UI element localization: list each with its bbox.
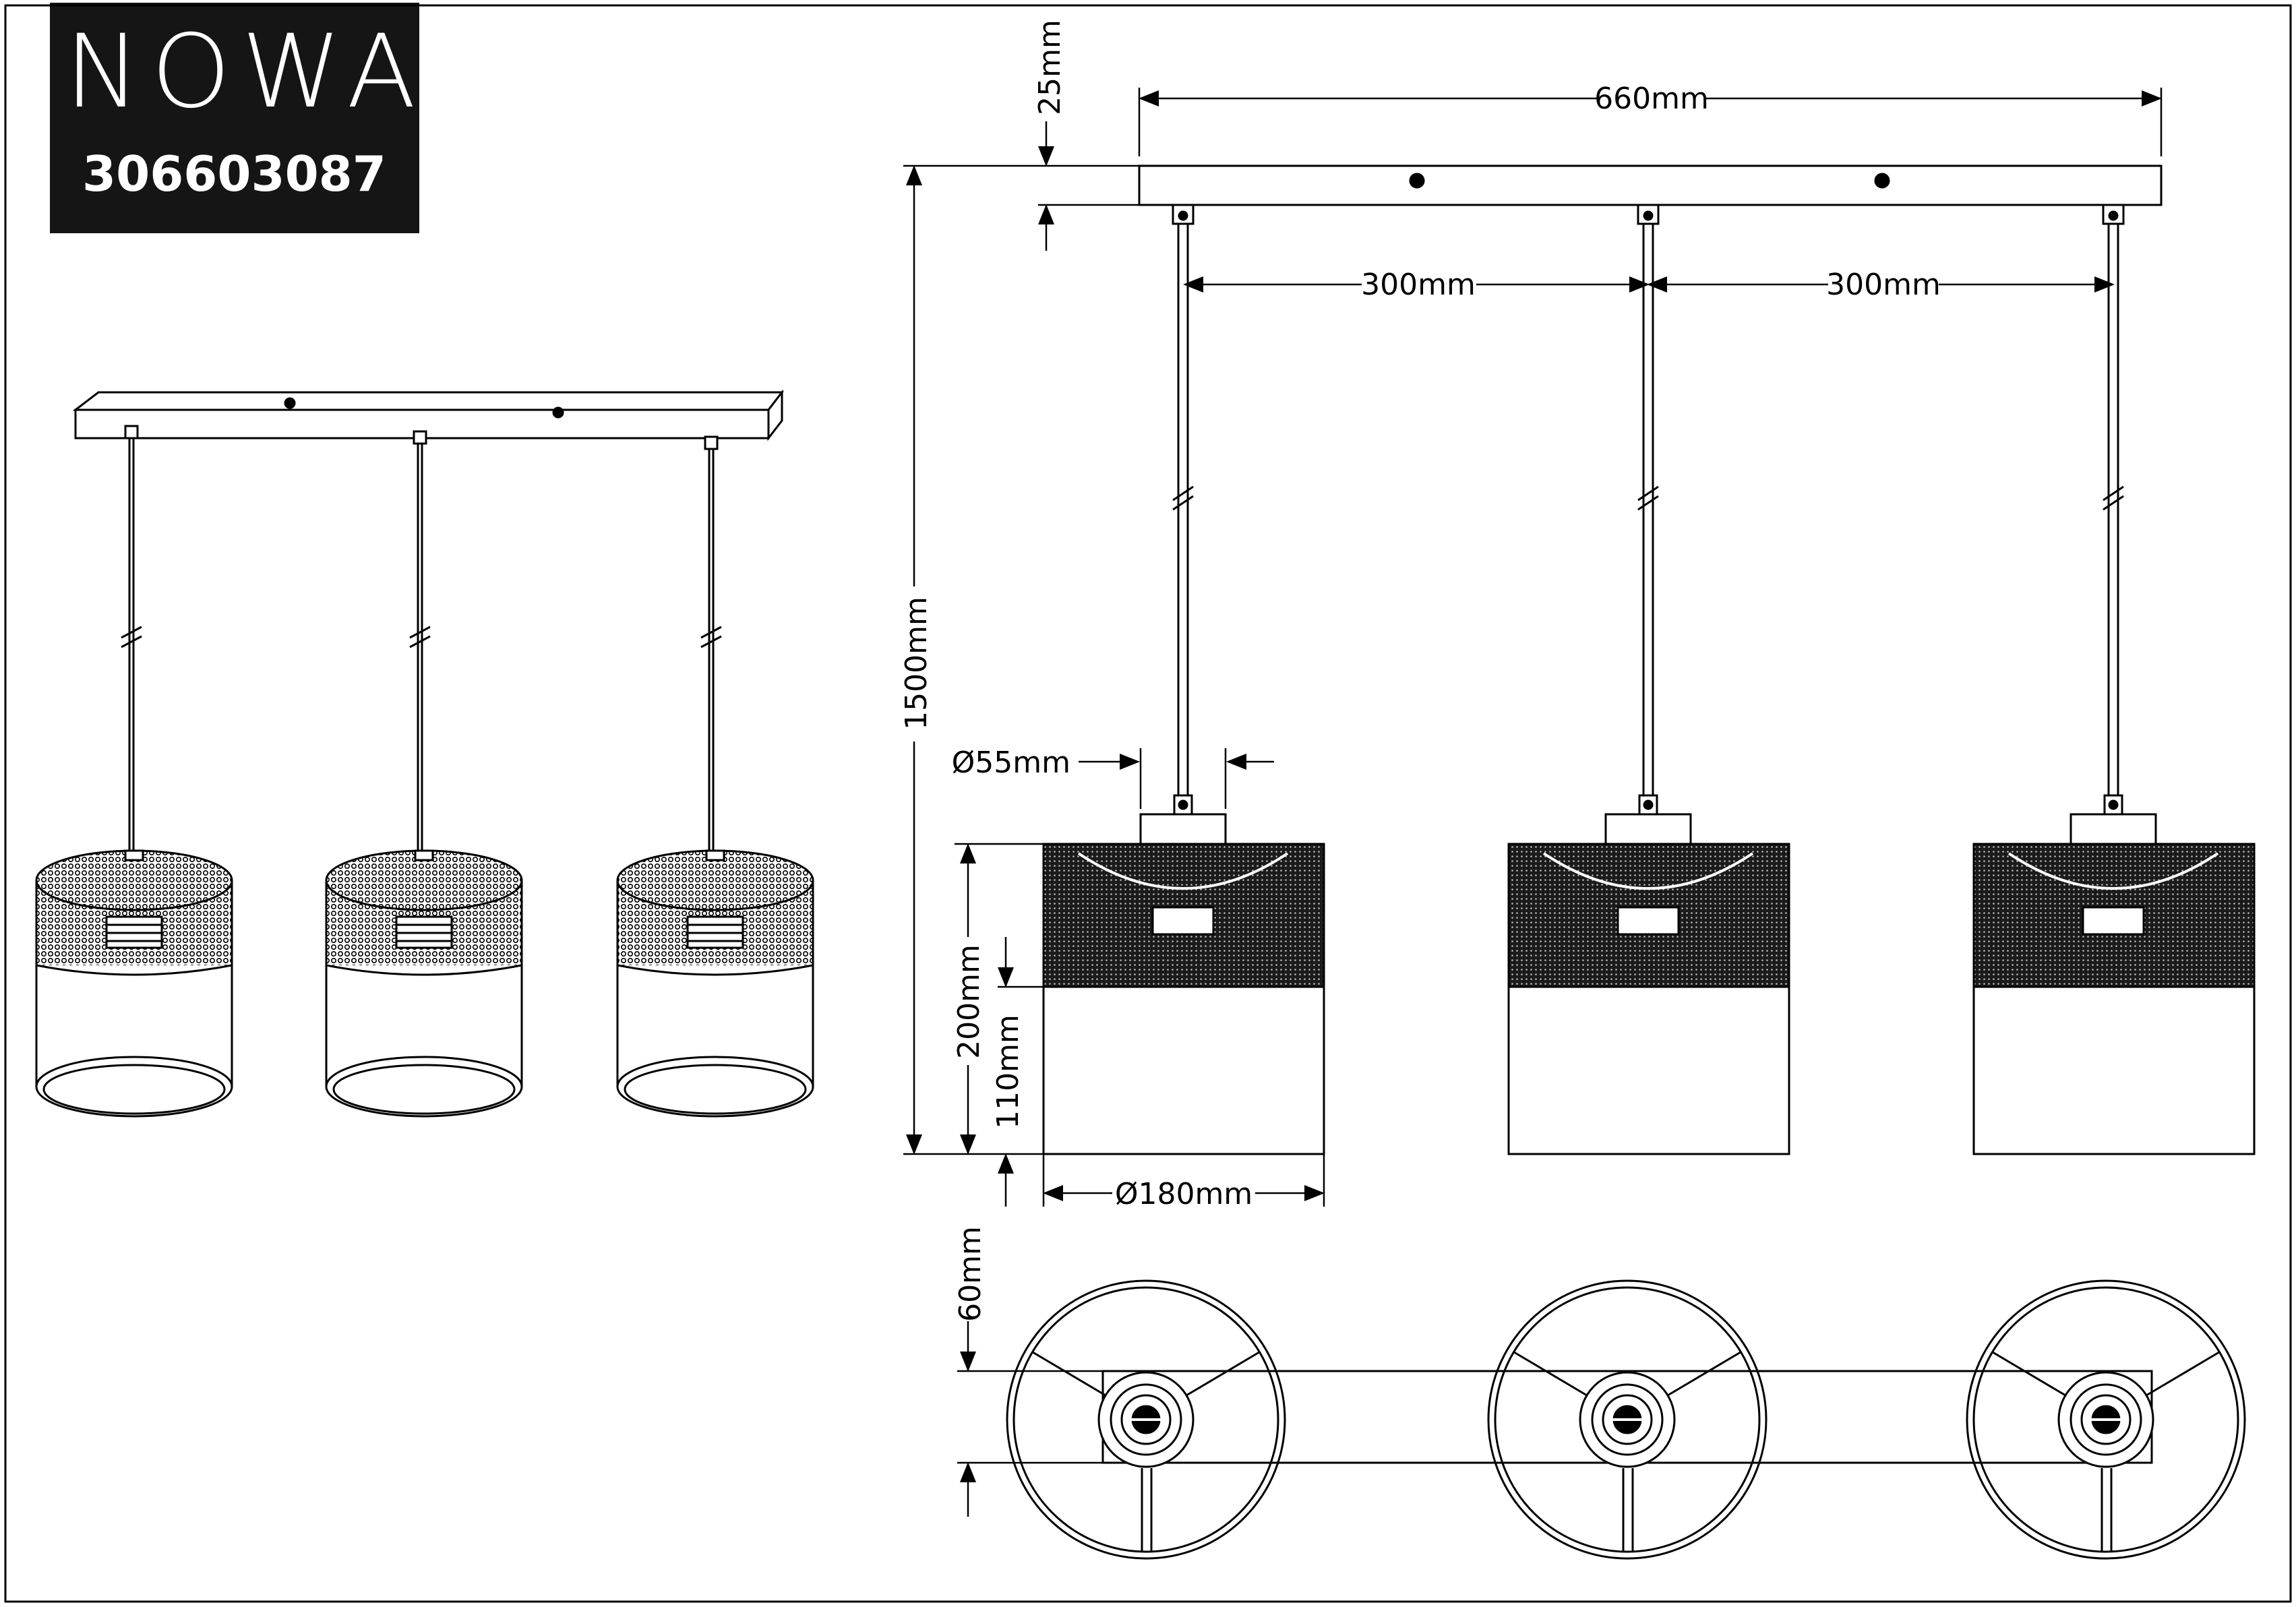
front-shade-2	[1507, 794, 1790, 1155]
front-shade-1	[1042, 794, 1325, 1155]
product-code: 306603087	[82, 146, 386, 202]
dim-spacing-right: 300mm	[1826, 268, 1941, 302]
dim-overall-width: 660mm	[1594, 82, 1709, 116]
perspective-shade-1	[35, 849, 233, 1118]
page-border	[4, 4, 2292, 1603]
perspective-shade-3	[616, 849, 814, 1118]
dim-canopy-diameter: Ø55mm	[952, 746, 1070, 780]
front-shade-3	[1972, 794, 2256, 1155]
perspective-cords	[121, 425, 722, 851]
front-cords	[1172, 224, 2124, 795]
dim-spacing-left: 300mm	[1361, 268, 1476, 302]
canopy-bar	[1138, 164, 2163, 206]
dim-base-width: 60mm	[953, 1226, 988, 1322]
dim-canopy-height: 25mm	[1033, 20, 1067, 115]
bottom-shade-1	[1006, 1279, 1286, 1560]
perspective-shade-2	[325, 849, 523, 1118]
dim-shade-diameter: Ø180mm	[1115, 1177, 1252, 1211]
bottom-shade-3	[1966, 1279, 2246, 1560]
dim-fabric-height: 110mm	[991, 1014, 1025, 1129]
bottom-shade-2	[1487, 1279, 1768, 1560]
dim-shade-height: 200mm	[952, 944, 986, 1059]
brand-label: NOWA 306603087	[50, 3, 419, 233]
bottom-view	[1006, 1279, 2246, 1560]
perspective-view	[35, 389, 814, 1118]
front-view	[1042, 164, 2256, 1155]
brand-name: NOWA	[65, 13, 427, 131]
dimension-lines	[903, 88, 2163, 1517]
dim-suspension-length: 1500mm	[899, 597, 934, 730]
